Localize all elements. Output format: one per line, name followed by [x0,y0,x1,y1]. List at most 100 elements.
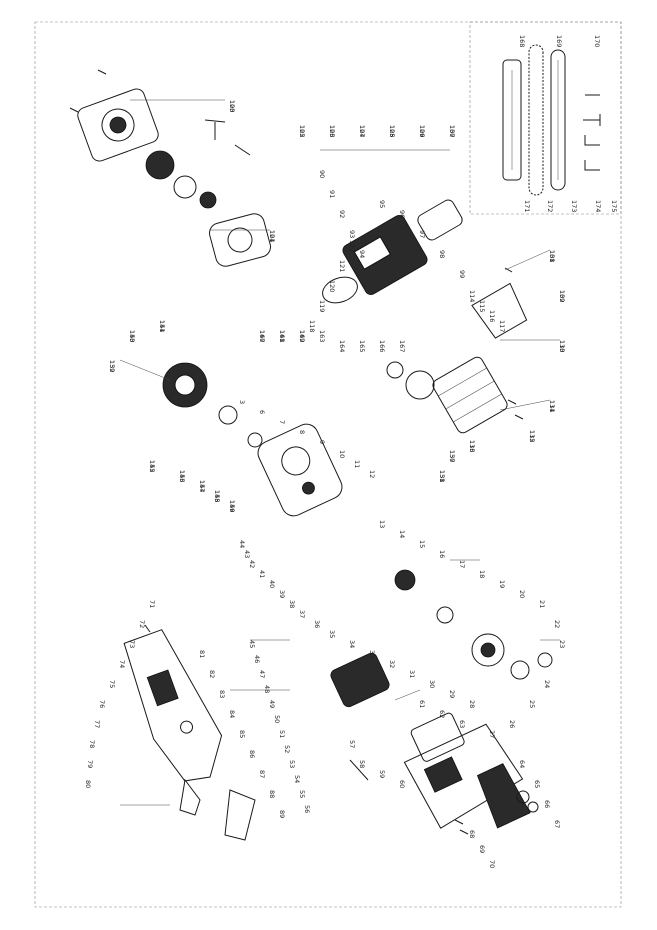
part-number-label: 157 [198,480,206,492]
part-number-label: 109 [558,290,566,302]
part-number-label: 33 [368,650,376,658]
chain-tensioner-part [410,712,465,762]
side-cover-part [403,723,524,829]
part-number-label: 107 [448,125,456,137]
part-number-label: 124 [268,230,276,242]
part-number-label: 53 [288,760,296,768]
part-number-label: 111 [548,400,556,412]
main-exploded-view: 1001011021031041051061071081091101111121… [69,35,618,868]
part-number-label: 55 [298,790,306,798]
saw-chain-part [528,44,544,196]
inset-part-number-label: 174 [594,200,602,212]
part-number-label: 144 [198,480,206,492]
part-number-label: 50 [273,715,281,723]
front-handle-part [146,500,238,618]
part-number-label: 65 [533,780,541,788]
part-number-label: 130 [448,125,456,137]
part-number-label: 7 [278,420,286,424]
screw-parts [69,69,524,835]
part-number-label: 77 [93,720,101,728]
part-number-label: 62 [438,710,446,718]
part-number-label: 120 [328,280,336,292]
part-number-label: 140 [128,330,136,342]
part-number-label: 27 [488,730,496,738]
inset-part-number-label: 175 [610,200,618,212]
part-number-label: 167 [398,340,406,352]
part-number-label: 116 [488,310,496,322]
part-number-label: 71 [148,600,156,608]
part-number-label: 52 [283,745,291,753]
part-number-label: 75 [108,680,116,688]
part-number-label: 29 [448,690,456,698]
part-number-label: 162 [298,330,306,342]
part-number-label: 15 [418,540,426,548]
cylinder-part [432,356,508,434]
part-number-label: 69 [478,845,486,853]
part-number-label: 153 [128,330,136,342]
part-number-label: 41 [258,570,266,578]
part-number-label: 129 [418,125,426,137]
part-number-label: 87 [258,770,266,778]
piston-part [386,361,435,400]
part-number-label: 22 [553,620,561,628]
part-number-label: 10 [338,450,346,458]
part-number-label: 63 [458,720,466,728]
starter-cover-part [209,213,271,267]
part-number-label: 139 [108,360,116,372]
part-number-label: 86 [248,750,256,758]
part-number-label: 44 [238,540,246,548]
part-number-label: 142 [148,460,156,472]
part-number-label: 102 [298,125,306,137]
part-number-label: 42 [248,560,256,568]
part-number-label: 88 [268,790,276,798]
rear-handle-part [123,629,223,782]
part-number-label: 101 [268,230,276,242]
part-number-label: 96 [398,210,406,218]
handle-grip-part [204,119,251,156]
part-number-label: 94 [358,250,366,258]
part-number-label: 158 [213,490,221,502]
part-number-label: 149 [298,330,306,342]
starter-pulley-part [145,150,217,209]
part-number-label: 30 [428,680,436,688]
inset-part-number-label: 171 [523,200,531,212]
part-number-label: 17 [458,560,466,568]
part-number-label: 161 [278,330,286,342]
part-number-label: 146 [228,500,236,512]
part-number-label: 127 [358,125,366,137]
part-number-label: 152 [108,360,116,372]
part-number-label: 28 [468,700,476,708]
part-number-label: 105 [388,125,396,137]
part-number-label: 138 [438,470,446,482]
part-number-label: 76 [98,700,106,708]
part-number-label: 36 [313,620,321,628]
engine-block-part [330,652,390,708]
part-number-label: 92 [338,210,346,218]
bar-cover-part [502,59,522,181]
part-number-label: 14 [398,530,406,538]
part-number-label: 9 [318,440,326,444]
part-number-label: 49 [268,700,276,708]
part-number-label: 110 [558,340,566,352]
part-number-label: 48 [263,685,271,693]
part-number-label: 56 [303,805,311,813]
part-number-label: 137 [448,450,456,462]
inset-part-number-label: 168 [518,35,526,47]
part-number-label: 47 [258,670,266,678]
accessory-inset-frame [469,21,622,215]
part-number-label: 145 [213,490,221,502]
part-number-label: 143 [178,470,186,482]
part-number-label: 141 [158,320,166,332]
leader-lines [119,99,560,701]
part-number-label: 156 [178,470,186,482]
guide-bar-part [550,49,566,191]
crankcase-part [257,423,343,517]
part-number-label: 108 [548,250,556,262]
part-number-label: 136 [468,440,476,452]
part-number-label: 150 [448,450,456,462]
part-number-label: 100 [228,100,236,112]
part-number-label: 78 [88,740,96,748]
